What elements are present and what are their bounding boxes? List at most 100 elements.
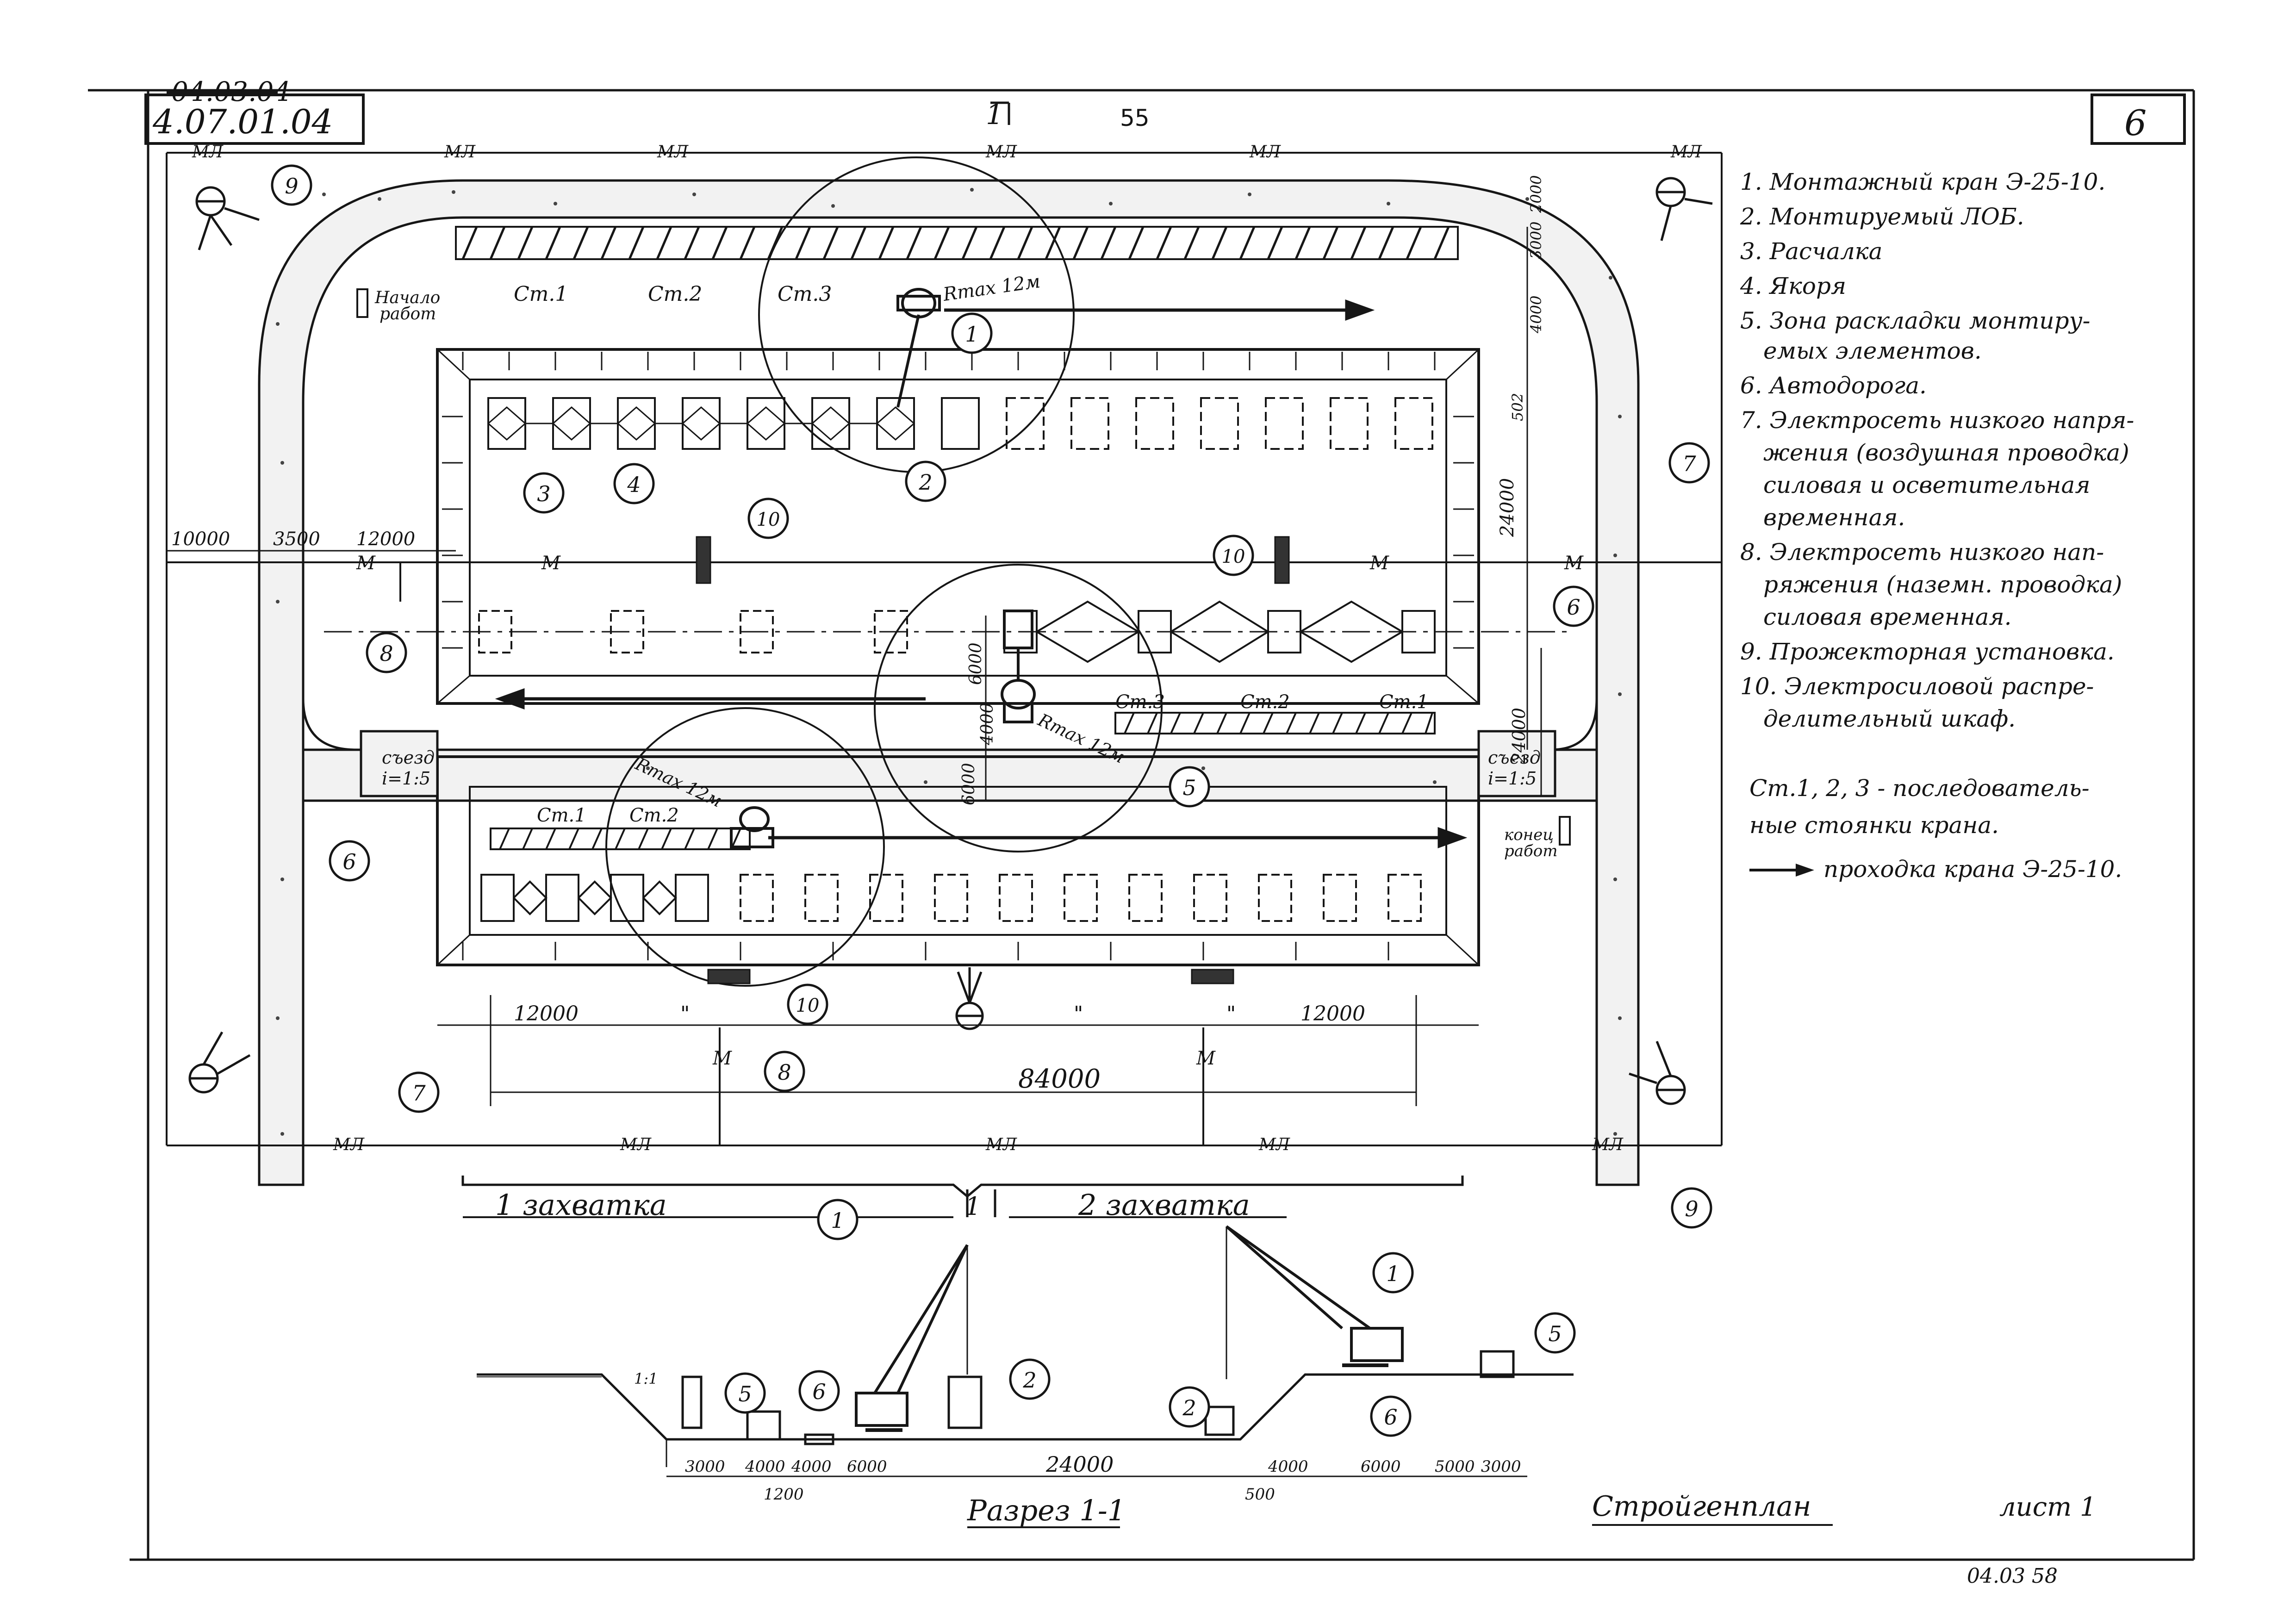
ml-label-8: МЛ bbox=[620, 1135, 652, 1154]
overhead-line-labels: МЛ МЛ МЛ МЛ МЛ МЛ МЛ МЛ МЛ МЛ МЛ bbox=[192, 143, 1702, 1154]
legend-arrow-note: проходка крана Э-25-10. bbox=[1823, 856, 2122, 883]
legend-item-8c: силовая временная. bbox=[1763, 604, 2011, 630]
legend-item-5b: емых элементов. bbox=[1763, 337, 1982, 364]
ml-label-4: МЛ bbox=[985, 143, 1017, 162]
section-mark-top: 1 bbox=[986, 99, 1003, 131]
station-top-3: Ст.3 bbox=[778, 282, 832, 306]
legend-item-9: 9. Прожекторная установка. bbox=[1740, 638, 2115, 665]
legend-item-6: 6. Автодорога. bbox=[1740, 372, 1927, 399]
callout-6-sec-right: 6 bbox=[1370, 1395, 1412, 1437]
ml-label-2: МЛ bbox=[444, 143, 476, 162]
station-mid-2: Ст.2 bbox=[1240, 691, 1290, 713]
svg-text:6: 6 bbox=[812, 1379, 826, 1404]
section-title: Разрез 1-1 bbox=[967, 1493, 1126, 1527]
legend-item-8b: ряжения (наземн. проводка) bbox=[1763, 571, 2122, 598]
crane-top bbox=[896, 288, 941, 408]
laydown-zone-middle bbox=[1114, 712, 1436, 734]
ml-label-3: МЛ bbox=[657, 143, 689, 162]
legend-item-7c: силовая и осветительная bbox=[1763, 472, 2090, 498]
stations-bottom: Ст.1 Ст.2 bbox=[537, 805, 679, 826]
crane-right-section bbox=[1226, 1225, 1404, 1379]
dim-mid-4000: 4000 bbox=[978, 703, 997, 746]
stations-top: Ст.1 Ст.2 Ст.3 bbox=[514, 282, 832, 306]
callout-2-sec-left: 2 bbox=[1009, 1358, 1051, 1400]
start-marker bbox=[356, 288, 368, 318]
dim-right-2000: 2000 bbox=[1527, 175, 1545, 213]
exit-left-slope: i=1:5 bbox=[382, 768, 430, 789]
svg-text:1: 1 bbox=[831, 1208, 844, 1233]
crane-bottom bbox=[730, 806, 774, 848]
grip-1-label: 1 захватка bbox=[495, 1188, 667, 1222]
sec-dim-9: 3000 bbox=[1481, 1457, 1521, 1476]
pit-upper bbox=[436, 348, 1480, 705]
callout-9-top: 9 bbox=[271, 164, 312, 206]
ground-line-labels: М М М М М М bbox=[356, 553, 1584, 1069]
distribution-cabinets bbox=[696, 536, 1290, 984]
stations-middle: Ст.3 Ст.2 Ст.1 bbox=[1115, 691, 1429, 713]
callout-7-left: 7 bbox=[398, 1071, 440, 1113]
sec-dim-4: 6000 bbox=[847, 1457, 887, 1476]
ml-label-9: МЛ bbox=[985, 1135, 1017, 1154]
legend-item-10b: делительный шкаф. bbox=[1763, 705, 2016, 732]
crane-middle bbox=[1001, 610, 1036, 723]
legend-item-5: 5. Зона раскладки монтиру- bbox=[1740, 307, 2090, 334]
ml-label-5: МЛ bbox=[1249, 143, 1281, 162]
m-label-2: М bbox=[541, 553, 561, 574]
footer-stamp: 04.03 58 bbox=[1967, 1564, 2058, 1588]
svg-text:2: 2 bbox=[918, 470, 932, 495]
grip-braces bbox=[461, 1176, 1464, 1218]
sec-slope: 1:1 bbox=[634, 1370, 658, 1388]
guy-anchors-top bbox=[488, 406, 915, 441]
station-mid-1: Ст.1 bbox=[1379, 691, 1429, 713]
callout-10-left: 10 bbox=[747, 498, 789, 539]
callout-8-left: 8 bbox=[366, 632, 407, 673]
callouts: 9 1 2 3 4 10 10 7 6 8 5 6 10 8 7 9 1 1 2… bbox=[271, 164, 1712, 1437]
callout-6-right: 6 bbox=[1553, 585, 1594, 627]
legend-item-7b: жения (воздушная проводка) bbox=[1763, 439, 2129, 466]
legend-arrow-head-icon bbox=[1796, 864, 1814, 877]
sec-dim-3: 4000 bbox=[791, 1457, 832, 1476]
legend-note-1: Ст.1, 2, 3 - последователь- bbox=[1749, 775, 2090, 802]
dim-left-12000: 12000 bbox=[356, 529, 415, 550]
m-label-3: М bbox=[1369, 553, 1389, 574]
grip-2-label: 2 захватка bbox=[1078, 1188, 1250, 1222]
callout-1-sec-left: 1 bbox=[817, 1199, 859, 1240]
dim-bottom-ditto-1: " bbox=[680, 1002, 690, 1026]
section-mark-bottom: 1 bbox=[965, 1192, 981, 1221]
callout-2-sec-right: 2 bbox=[1169, 1386, 1210, 1428]
exit-ramps bbox=[360, 730, 1556, 797]
m-label-6: М bbox=[1196, 1048, 1216, 1069]
legend-item-7: 7. Электросеть низкого напря- bbox=[1740, 407, 2134, 434]
station-top-1: Ст.1 bbox=[514, 282, 568, 306]
crane-radius-circles bbox=[605, 156, 1163, 987]
legend-item-2: 2. Монтируемый ЛОБ. bbox=[1740, 203, 2024, 230]
legend-item-8: 8. Электросеть низкого нап- bbox=[1740, 539, 2104, 566]
svg-text:5: 5 bbox=[1182, 775, 1196, 800]
legend-item-3: 3. Расчалка bbox=[1740, 238, 1882, 265]
laydown-zone-top bbox=[455, 226, 1459, 260]
legend: 1. Монтажный кран Э-25-10. 2. Монтируемы… bbox=[1740, 168, 2134, 883]
svg-text:7: 7 bbox=[412, 1081, 426, 1106]
station-mid-3: Ст.3 bbox=[1115, 691, 1165, 713]
foundation-row-top bbox=[487, 397, 1433, 450]
page-number: 55 bbox=[1120, 105, 1150, 131]
sec-dim-7: 6000 bbox=[1361, 1457, 1401, 1476]
start-label: Начало bbox=[374, 288, 440, 307]
svg-text:1: 1 bbox=[965, 322, 978, 347]
pit-lower bbox=[436, 755, 1480, 966]
svg-text:8: 8 bbox=[778, 1060, 791, 1085]
callout-6-sec-left: 6 bbox=[798, 1370, 840, 1412]
legend-item-7d: временная. bbox=[1763, 504, 1905, 531]
foundation-row-bottom bbox=[480, 874, 1422, 922]
dim-bottom-84000: 84000 bbox=[1018, 1064, 1101, 1094]
legend-item-10: 10. Электросиловой распре- bbox=[1740, 673, 2094, 700]
sec-subdim-2: 500 bbox=[1245, 1485, 1275, 1504]
m-label-5: М bbox=[712, 1048, 732, 1069]
callout-5-sec-left: 5 bbox=[724, 1372, 766, 1414]
footer-sheet: лист 1 bbox=[1999, 1492, 2097, 1522]
callout-10-bottom: 10 bbox=[787, 983, 828, 1025]
sec-dim-1: 3000 bbox=[685, 1457, 725, 1476]
callout-1-sec-right: 1 bbox=[1372, 1252, 1414, 1294]
foundation-row-middle bbox=[324, 600, 1574, 663]
